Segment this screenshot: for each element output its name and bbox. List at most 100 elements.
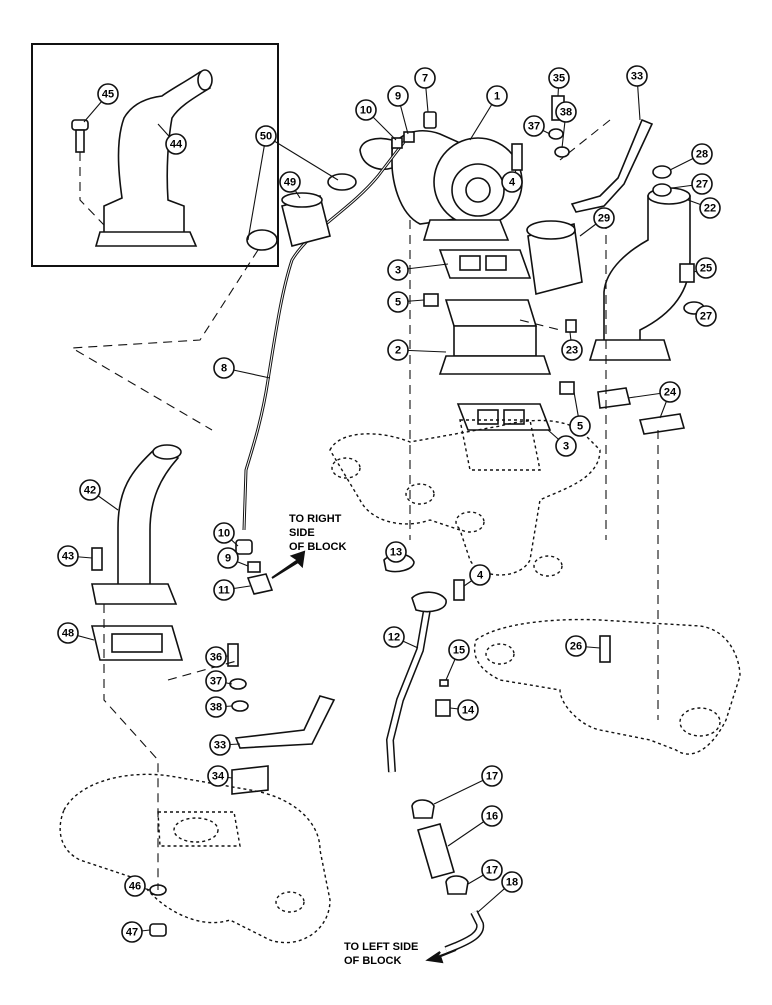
callout-8: 8 [213,357,235,379]
callout-circle [561,339,583,361]
callout-18: 18 [501,871,523,893]
callout-circle [383,626,405,648]
lower-right-manifold-ghost [473,618,741,755]
callout-circle [481,859,503,881]
callout-24: 24 [659,381,681,403]
callout-circle [469,564,491,586]
adapter-2 [438,299,552,375]
callout-9a: 9 [387,85,409,107]
callout-38b: 38 [205,696,227,718]
callout-47: 47 [121,921,143,943]
callout-circle [124,875,146,897]
arrow-to-left-side [425,949,457,964]
callout-circle [659,381,681,403]
callout-circle [213,357,235,379]
callout-36: 36 [205,646,227,668]
callout-circle [57,545,79,567]
callout-circle [548,67,570,89]
callout-circle [695,257,717,279]
callout-number: 47 [126,927,138,939]
callout-circle [448,639,470,661]
note-right-side-2: SIDE [289,527,315,539]
left-manifold-ghost [59,773,331,944]
callout-10a: 10 [355,99,377,121]
washer-38a [554,146,570,158]
callout-50: 50 [255,125,277,147]
plate-24a [597,387,631,409]
callout-22: 22 [699,197,721,219]
callout-circle [79,479,101,501]
callout-7: 7 [414,67,436,89]
gasket-48 [90,625,184,661]
callout-number: 37 [528,121,540,133]
fitting-17a [411,799,435,819]
callout-37a: 37 [523,115,545,137]
callout-43: 43 [57,545,79,567]
bolt-25 [679,263,695,283]
callout-number: 45 [102,89,114,101]
callout-number: 5 [395,297,401,309]
callout-48: 48 [57,622,79,644]
callout-circle [457,699,479,721]
nut-5a [423,293,439,307]
callout-number: 9 [225,553,231,565]
callout-number: 48 [62,628,74,640]
callout-circle [165,133,187,155]
bolt-4a [511,143,523,171]
callout-circle [481,765,503,787]
callout-number: 12 [388,632,400,644]
callout-circle [387,259,409,281]
gasket-3a [438,249,532,279]
callout-27a: 27 [691,173,713,195]
callout-11: 11 [213,579,235,601]
callout-number: 44 [170,139,183,151]
clamp-50b [246,229,278,251]
callout-number: 49 [284,177,296,189]
washer-37a [548,128,564,140]
callout-number: 50 [260,131,272,143]
callout-42: 42 [79,479,101,501]
callout-circle [523,115,545,137]
callout-circle [279,171,301,193]
callout-number: 18 [506,877,518,889]
note-left-side-1: TO LEFT SIDE [344,941,418,953]
washer-37b [229,678,247,690]
washer-27a [652,183,672,197]
bolt-43 [91,547,103,571]
bolt-36 [227,643,239,667]
callout-number: 33 [631,71,643,83]
callout-number: 35 [553,73,565,85]
callout-number: 3 [395,265,401,277]
callout-number: 33 [214,740,226,752]
bolt-4b [453,579,465,601]
callout-circle [626,65,648,87]
callout-number: 2 [395,345,401,357]
callout-16: 16 [481,805,503,827]
callout-25: 25 [695,257,717,279]
callout-number: 27 [696,179,708,191]
right-manifold-ghost [329,419,601,576]
callout-number: 24 [664,387,677,399]
callout-circle [355,99,377,121]
callout-circle [695,305,717,327]
turbocharger-1 [359,130,523,241]
callout-34: 34 [207,765,229,787]
callout-28: 28 [691,143,713,165]
callout-2: 2 [387,339,409,361]
callout-circle [691,173,713,195]
callout-15: 15 [448,639,470,661]
callout-5b: 5 [569,415,591,437]
nut-28 [652,165,672,179]
hose-16 [417,823,455,879]
callout-number: 7 [422,73,428,85]
callout-3b: 3 [555,435,577,457]
callout-44: 44 [165,133,187,155]
callout-number: 9 [395,91,401,103]
callout-circle [501,871,523,893]
callout-circle [565,635,587,657]
callout-circle [555,101,577,123]
callout-circle [205,646,227,668]
callout-circle [486,85,508,107]
callout-12: 12 [383,626,405,648]
callout-4a: 4 [501,171,523,193]
